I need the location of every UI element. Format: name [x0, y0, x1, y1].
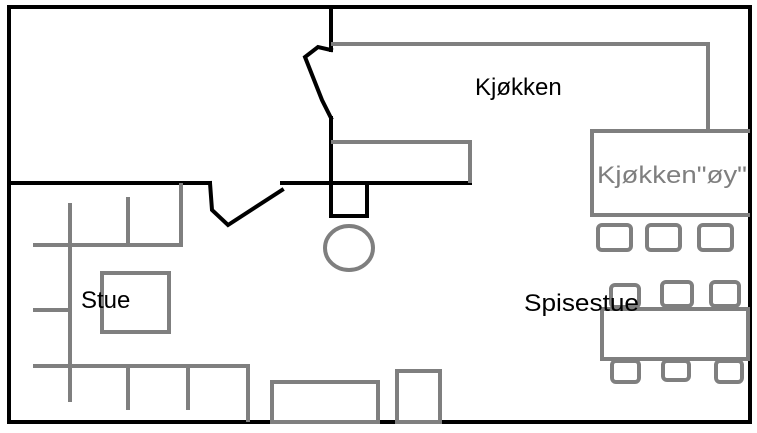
chimney-block — [329, 181, 369, 218]
sofa-lower — [33, 364, 250, 422]
tv-bench — [270, 380, 380, 424]
dining-chair-top-2 — [660, 280, 694, 308]
island-stool-1 — [596, 223, 633, 252]
dining-chair-bottom-1 — [610, 359, 641, 384]
dining-chair-bottom-2 — [661, 359, 691, 382]
kitchen-furniture — [331, 42, 750, 217]
label-kitchen: Kjøkken — [475, 74, 562, 101]
dining-chair-top-3 — [709, 280, 741, 308]
label-dining-room: Spisestue — [524, 290, 639, 317]
island-stool-2 — [645, 223, 682, 252]
island-stool-3 — [697, 223, 734, 252]
living-room-door-swing — [207, 180, 285, 228]
label-living-room: Stue — [81, 287, 130, 314]
label-kitchen-island: Kjøkken"øy" — [597, 162, 747, 189]
dining-room-furniture — [596, 223, 750, 384]
sofa-upper — [33, 183, 183, 247]
kitchen-bench — [331, 140, 472, 183]
living-room-furniture — [33, 183, 442, 424]
cabinet — [395, 369, 442, 424]
room-labels: Kjøkken Kjøkken"øy" Stue Spisestue — [81, 74, 747, 317]
kitchen-door-swing — [302, 44, 334, 121]
coffee-table — [100, 271, 171, 334]
round-stove — [323, 224, 375, 272]
kitchen-island — [590, 129, 750, 217]
kitchen-counter — [331, 42, 710, 131]
dining-chair-bottom-3 — [714, 359, 744, 384]
